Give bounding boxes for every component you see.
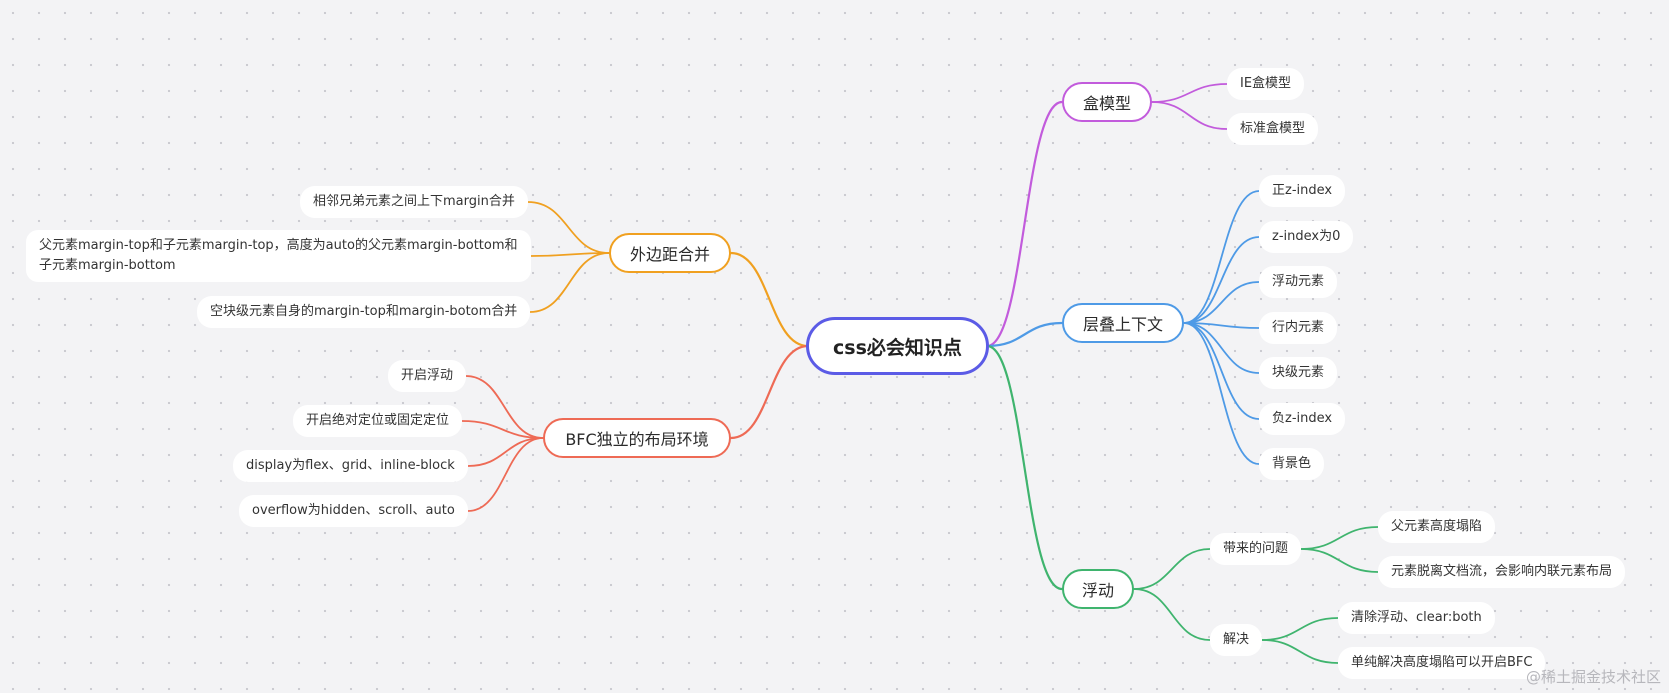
connector-float-group-1 [1133, 588, 1211, 641]
connector-box-0 [1151, 83, 1228, 103]
leaf-out-of-flow[interactable]: 元素脱离文档流，会影响内联元素布局 [1378, 556, 1626, 588]
leaf-display-values[interactable]: display为flex、grid、inline-block [233, 450, 468, 482]
leaf-ie-box-model[interactable]: IE盒模型 [1227, 68, 1305, 100]
leaf-open-bfc[interactable]: 单纯解决高度塌陷可以开启BFC [1338, 647, 1546, 679]
connector-float-0-0 [1300, 526, 1379, 550]
connector-float-1-1 [1261, 639, 1339, 664]
connector-root-stack [985, 321, 1064, 348]
leaf-negative-zindex[interactable]: 负z-index [1259, 403, 1346, 435]
connector-stack-0 [1183, 190, 1260, 324]
connector-float-1-0 [1261, 617, 1339, 641]
connector-stack-4 [1183, 322, 1260, 374]
connector-box-1 [1151, 101, 1228, 130]
connector-stack-3 [1183, 322, 1260, 329]
branch-margin-collapse[interactable]: 外边距合并 [609, 233, 731, 273]
connector-bfc-1 [461, 420, 544, 439]
connector-margin-2 [529, 252, 610, 313]
leaf-inline-element[interactable]: 行内元素 [1259, 312, 1338, 344]
connector-root-bfc [729, 344, 810, 440]
leaf-zindex-zero[interactable]: z-index为0 [1259, 221, 1354, 253]
branch-bfc[interactable]: BFC独立的布局环境 [543, 418, 731, 458]
connector-root-box [985, 100, 1064, 348]
connector-float-group-0 [1133, 548, 1211, 590]
leaf-sibling-margin[interactable]: 相邻兄弟元素之间上下margin合并 [300, 186, 528, 218]
leaf-clear-both[interactable]: 清除浮动、clear:both [1338, 602, 1495, 634]
connector-root-margin [729, 251, 810, 348]
connector-stack-6 [1183, 322, 1260, 465]
leaf-positive-zindex[interactable]: 正z-index [1259, 175, 1346, 207]
leaf-standard-box-model[interactable]: 标准盒模型 [1227, 113, 1319, 145]
connector-bfc-0 [465, 375, 544, 439]
group-problems[interactable]: 带来的问题 [1210, 533, 1302, 565]
connector-stack-1 [1183, 236, 1260, 324]
leaf-parent-height-collapse[interactable]: 父元素高度塌陷 [1378, 511, 1496, 543]
leaf-open-float[interactable]: 开启浮动 [388, 360, 467, 392]
connector-margin-1 [530, 252, 610, 257]
connector-margin-0 [527, 201, 610, 254]
connector-bfc-2 [467, 437, 544, 467]
branch-box-model[interactable]: 盒模型 [1062, 82, 1152, 122]
connector-bfc-3 [467, 437, 544, 512]
branch-stacking-context[interactable]: 层叠上下文 [1062, 303, 1184, 343]
leaf-background-color[interactable]: 背景色 [1259, 448, 1325, 480]
group-solutions[interactable]: 解决 [1210, 624, 1263, 656]
connector-root-float [985, 344, 1064, 591]
connector-stack-2 [1183, 281, 1260, 324]
leaf-overflow-values[interactable]: overflow为hidden、scroll、auto [239, 495, 468, 527]
branch-float[interactable]: 浮动 [1062, 569, 1134, 609]
leaf-block-element[interactable]: 块级元素 [1259, 357, 1338, 389]
watermark: @稀土掘金技术社区 [1525, 668, 1661, 686]
leaf-float-element[interactable]: 浮动元素 [1259, 266, 1338, 298]
root-node[interactable]: css必会知识点 [806, 317, 989, 375]
leaf-absolute-fixed[interactable]: 开启绝对定位或固定定位 [293, 405, 463, 437]
connector-stack-5 [1183, 322, 1260, 420]
leaf-empty-block-margin[interactable]: 空块级元素自身的margin-top和margin-botom合并 [197, 296, 531, 328]
connector-float-0-1 [1300, 548, 1379, 573]
leaf-parent-child-margin[interactable]: 父元素margin-top和子元素margin-top，高度为auto的父元素m… [26, 230, 531, 282]
